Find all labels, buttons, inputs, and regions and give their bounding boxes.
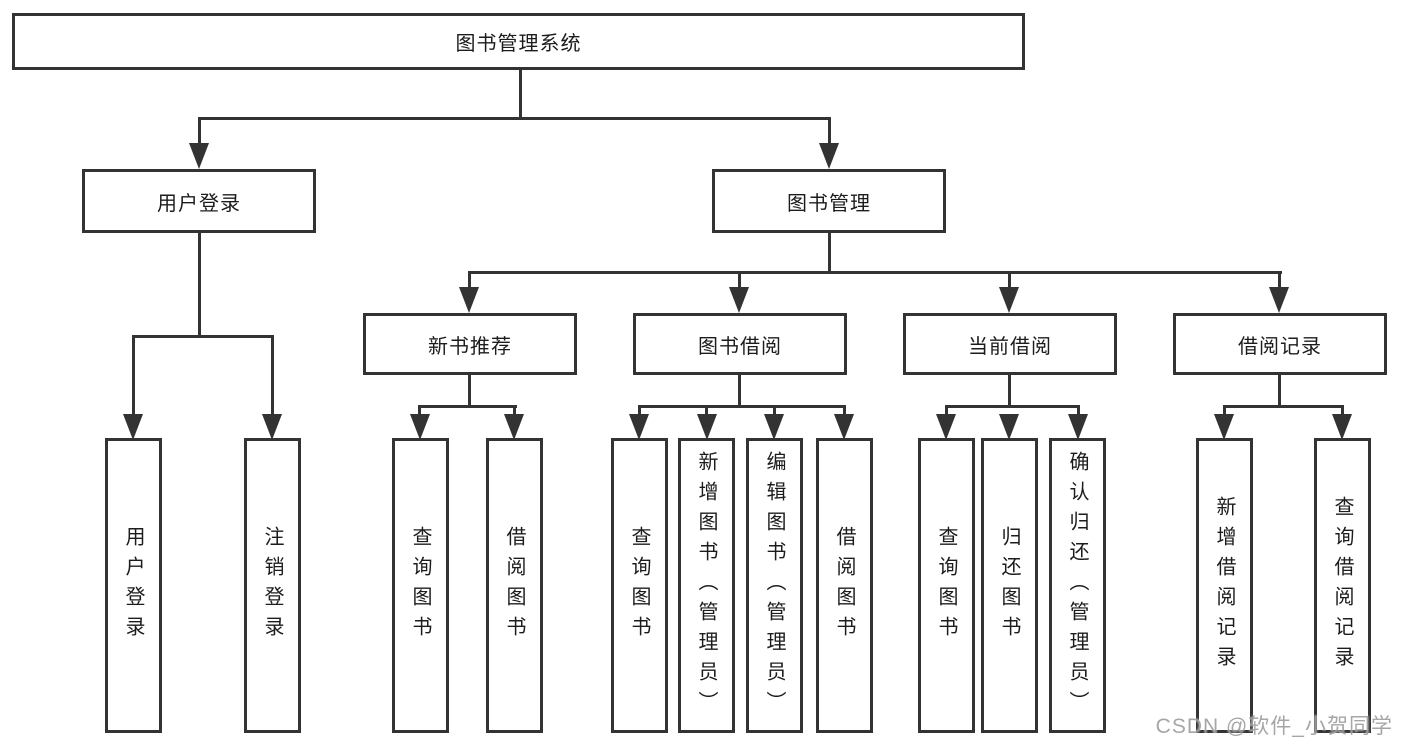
connector-line bbox=[468, 374, 471, 408]
leaf-confirm-return-admin: 确认归还（管理员） bbox=[1049, 438, 1106, 733]
leaf-label: 查询借阅记录 bbox=[1331, 495, 1353, 676]
node-book-borrowing: 图书借阅 bbox=[633, 313, 847, 375]
node-current-borrowing: 当前借阅 bbox=[903, 313, 1117, 375]
connector-line bbox=[271, 335, 274, 419]
connector-line bbox=[843, 405, 846, 419]
connector-line bbox=[738, 271, 741, 291]
node-root: 图书管理系统 bbox=[12, 13, 1025, 70]
connector-line bbox=[198, 233, 201, 338]
connector-line bbox=[418, 405, 421, 419]
arrowhead-icon bbox=[123, 414, 143, 440]
connector-line bbox=[132, 335, 274, 338]
leaf-label: 编辑图书（管理员） bbox=[763, 450, 785, 721]
leaf-label: 用户登录 bbox=[122, 525, 144, 646]
arrowhead-icon bbox=[629, 414, 649, 440]
leaf-borrow-books-2: 借阅图书 bbox=[816, 438, 873, 733]
leaf-label: 查询图书 bbox=[628, 525, 650, 646]
leaf-label: 借阅图书 bbox=[503, 525, 525, 646]
leaf-label: 新增借阅记录 bbox=[1213, 495, 1235, 676]
connector-line bbox=[468, 271, 1282, 274]
connector-line bbox=[828, 117, 831, 150]
node-user-login-label: 用户登录 bbox=[157, 192, 241, 215]
arrowhead-icon bbox=[189, 143, 209, 169]
connector-line bbox=[1278, 374, 1281, 408]
connector-line bbox=[1223, 405, 1226, 419]
arrowhead-icon bbox=[1214, 414, 1234, 440]
leaf-add-borrow-record: 新增借阅记录 bbox=[1196, 438, 1253, 733]
csdn-watermark: CSDN @软件_小贺同学 bbox=[1155, 715, 1393, 738]
arrowhead-icon bbox=[999, 414, 1019, 440]
node-borrow-records: 借阅记录 bbox=[1173, 313, 1387, 375]
connector-line bbox=[738, 374, 741, 408]
connector-line bbox=[1077, 405, 1080, 419]
node-root-label: 图书管理系统 bbox=[455, 33, 582, 55]
leaf-logout: 注销登录 bbox=[244, 438, 301, 733]
arrowhead-icon bbox=[262, 414, 282, 440]
arrowhead-icon bbox=[697, 414, 717, 440]
node-book-borrowing-label: 图书借阅 bbox=[698, 335, 782, 358]
connector-line bbox=[638, 405, 846, 408]
arrowhead-icon bbox=[834, 414, 854, 440]
leaf-add-books-admin: 新增图书（管理员） bbox=[678, 438, 735, 733]
connector-line bbox=[945, 405, 948, 419]
connector-line bbox=[638, 405, 641, 419]
arrowhead-icon bbox=[1068, 414, 1088, 440]
connector-line bbox=[418, 405, 517, 408]
connector-line bbox=[132, 335, 135, 419]
connector-line bbox=[1278, 271, 1281, 291]
node-book-management: 图书管理 bbox=[712, 169, 946, 233]
leaf-label: 注销登录 bbox=[261, 525, 283, 646]
connector-line bbox=[773, 405, 776, 419]
connector-line bbox=[705, 405, 708, 419]
arrowhead-icon bbox=[729, 287, 749, 313]
connector-line bbox=[198, 117, 201, 150]
leaf-label: 查询图书 bbox=[409, 525, 431, 646]
connector-line bbox=[198, 117, 830, 120]
leaf-query-borrow-record: 查询借阅记录 bbox=[1314, 438, 1371, 733]
leaf-label: 归还图书 bbox=[998, 525, 1020, 646]
connector-line bbox=[468, 271, 471, 291]
arrowhead-icon bbox=[999, 287, 1019, 313]
arrowhead-icon bbox=[410, 414, 430, 440]
arrowhead-icon bbox=[1269, 287, 1289, 313]
leaf-query-books-1: 查询图书 bbox=[392, 438, 449, 733]
arrowhead-icon bbox=[459, 287, 479, 313]
leaf-label: 借阅图书 bbox=[833, 525, 855, 646]
leaf-user-login: 用户登录 bbox=[105, 438, 162, 733]
connector-line bbox=[828, 233, 831, 273]
leaf-return-books: 归还图书 bbox=[981, 438, 1038, 733]
connector-line bbox=[1008, 271, 1011, 291]
connector-line bbox=[513, 405, 516, 419]
arrowhead-icon bbox=[504, 414, 524, 440]
node-user-login: 用户登录 bbox=[82, 169, 316, 233]
node-borrow-records-label: 借阅记录 bbox=[1238, 335, 1322, 358]
node-current-borrowing-label: 当前借阅 bbox=[968, 335, 1052, 358]
arrowhead-icon bbox=[1332, 414, 1352, 440]
arrowhead-icon bbox=[819, 143, 839, 169]
arrowhead-icon bbox=[936, 414, 956, 440]
connector-line bbox=[1008, 374, 1011, 408]
connector-line bbox=[945, 405, 1080, 408]
node-new-book-recommend-label: 新书推荐 bbox=[428, 335, 512, 358]
node-new-book-recommend: 新书推荐 bbox=[363, 313, 577, 375]
leaf-label: 新增图书（管理员） bbox=[695, 450, 717, 721]
arrowhead-icon bbox=[764, 414, 784, 440]
leaf-query-books-3: 查询图书 bbox=[918, 438, 975, 733]
node-book-management-label: 图书管理 bbox=[787, 192, 871, 215]
leaf-edit-books-admin: 编辑图书（管理员） bbox=[746, 438, 803, 733]
connector-line bbox=[519, 70, 522, 118]
leaf-label: 查询图书 bbox=[935, 525, 957, 646]
leaf-query-books-2: 查询图书 bbox=[611, 438, 668, 733]
connector-line bbox=[1223, 405, 1344, 408]
leaf-label: 确认归还（管理员） bbox=[1066, 450, 1088, 721]
leaf-borrow-books-1: 借阅图书 bbox=[486, 438, 543, 733]
connector-line bbox=[1341, 405, 1344, 419]
